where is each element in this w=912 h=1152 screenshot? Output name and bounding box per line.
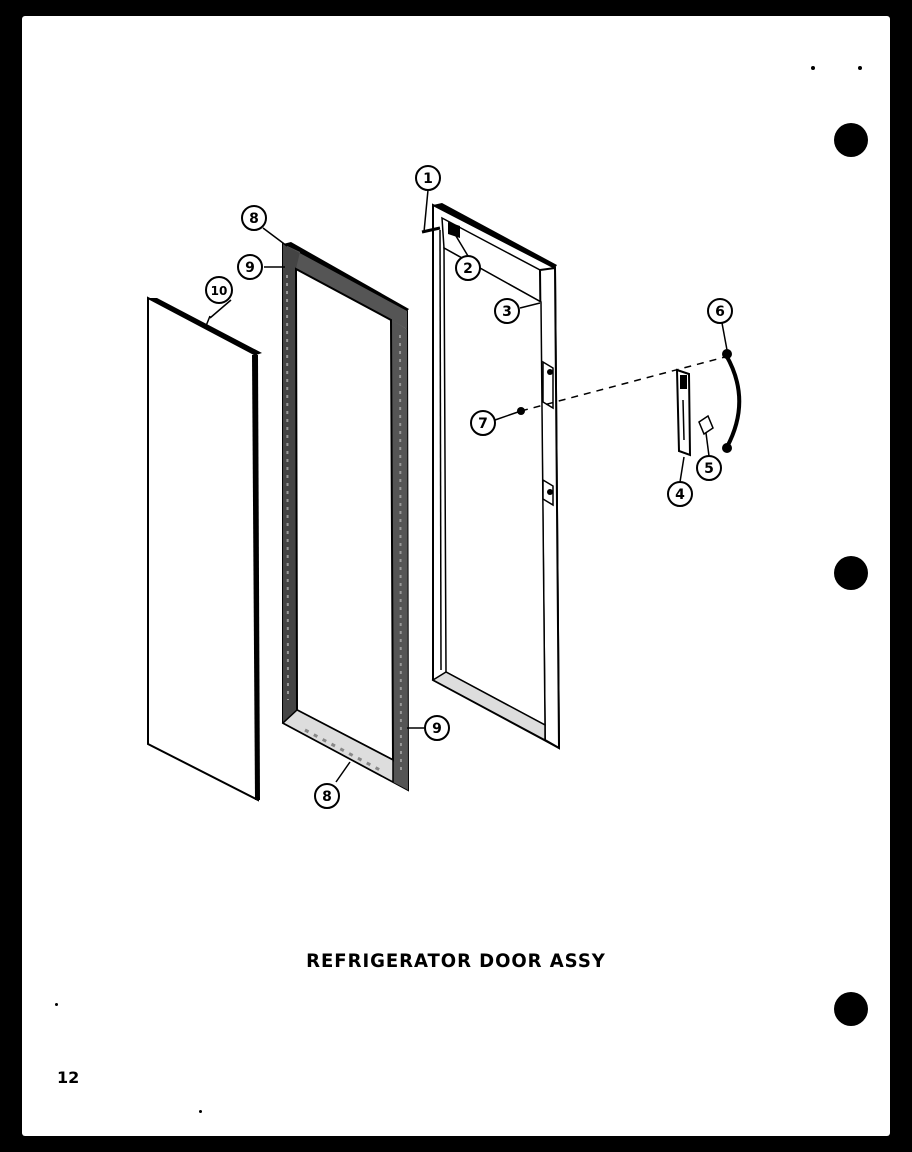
speck (199, 1110, 202, 1113)
callout-2: 2 (455, 255, 481, 281)
svg-text:3: 3 (502, 304, 512, 320)
callout-8-bottom: 8 (314, 783, 340, 809)
callout-9-top: 9 (237, 254, 263, 280)
callout-1: 1 (415, 165, 441, 191)
speck (55, 1003, 58, 1006)
svg-text:8: 8 (322, 789, 332, 805)
svg-text:9: 9 (245, 260, 255, 276)
speck (858, 66, 862, 70)
leader-lines (209, 189, 728, 783)
callout-8-top: 8 (241, 205, 267, 231)
handle-plug (698, 414, 714, 436)
handle-assembly-line (517, 356, 726, 415)
callout-10: 10 (205, 276, 233, 304)
inner-door-liner (421, 203, 561, 750)
svg-text:9: 9 (432, 721, 442, 737)
page-number: 12 (57, 1068, 80, 1087)
door-panel (147, 296, 262, 802)
callout-4: 4 (667, 481, 693, 507)
svg-text:2: 2 (463, 261, 473, 277)
door-handle (722, 349, 742, 453)
diagram-title: REFRIGERATOR DOOR ASSY (306, 950, 606, 972)
svg-text:6: 6 (715, 304, 725, 320)
speck (811, 66, 815, 70)
callout-6: 6 (707, 298, 733, 324)
svg-text:5: 5 (704, 461, 714, 477)
svg-text:10: 10 (211, 284, 228, 298)
callout-3: 3 (494, 298, 520, 324)
svg-text:7: 7 (478, 416, 488, 432)
callout-9-bottom: 9 (424, 715, 450, 741)
handle-bracket (675, 368, 692, 457)
gasket-frame (281, 242, 410, 792)
binder-hole-top (834, 123, 868, 157)
callout-5: 5 (696, 455, 722, 481)
callout-7: 7 (470, 410, 496, 436)
svg-text:1: 1 (423, 171, 433, 187)
svg-text:4: 4 (675, 487, 685, 503)
svg-text:8: 8 (249, 211, 259, 227)
binder-hole-middle (834, 556, 868, 590)
binder-hole-bottom (834, 992, 868, 1026)
